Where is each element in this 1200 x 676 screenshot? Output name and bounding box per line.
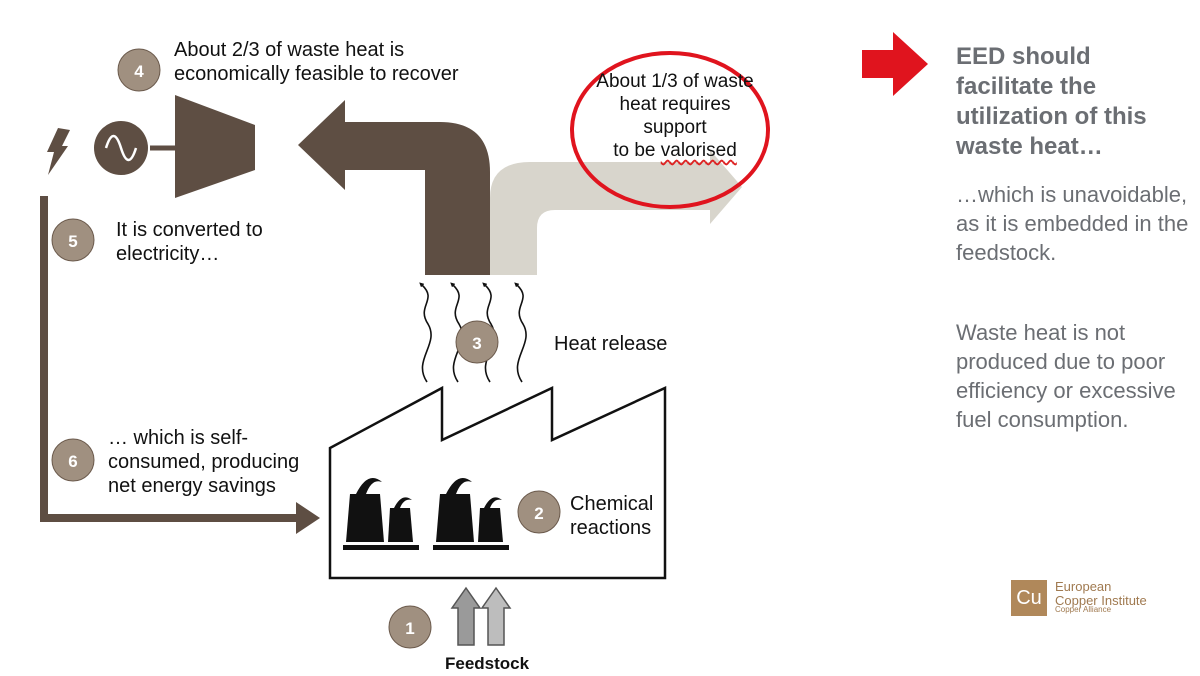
step-6-line-2: consumed, producing xyxy=(108,451,300,473)
step-badge-4: 4 xyxy=(117,48,161,92)
svg-text:2: 2 xyxy=(534,504,543,523)
step-6-line-3: net energy savings xyxy=(108,475,276,497)
copper-logo-icon: Cu xyxy=(1011,580,1047,616)
step-2-text: Chemical reactions xyxy=(570,492,653,540)
factory-outline xyxy=(328,385,667,580)
callout-line-3: to be valorised xyxy=(590,139,760,162)
waste-heat-third-arrow xyxy=(490,150,742,275)
logo-tagline: Copper Alliance xyxy=(1055,605,1112,614)
reactor-icons xyxy=(343,478,509,550)
step-2-line-1: Chemical xyxy=(570,493,654,515)
step-6-line-1: … which is self- xyxy=(108,427,249,449)
step-badge-3: 3 xyxy=(455,320,499,364)
side-paragraph-1: …which is unavoidable, as it is embedded… xyxy=(956,182,1189,265)
lightning-icon xyxy=(47,128,70,175)
svg-text:5: 5 xyxy=(68,232,77,251)
step-badge-6: 6 xyxy=(51,438,95,482)
heat-release-squiggles xyxy=(419,282,527,383)
step-3-text: Heat release xyxy=(554,333,668,355)
step-4-line-2: economically feasible to recover xyxy=(174,63,459,85)
callout-text: About 1/3 of waste heat requires support… xyxy=(590,70,760,162)
feedstock-arrows xyxy=(450,586,512,646)
logo-name-line-1: European xyxy=(1055,579,1112,594)
callout-line-1: About 1/3 of waste xyxy=(596,71,754,92)
step-badge-1: 1 xyxy=(388,605,432,649)
side-heading: EED should facilitate the utilization of… xyxy=(956,43,1147,160)
step-5-line-2: electricity… xyxy=(116,243,220,265)
step-4-line-1: About 2/3 of waste heat is xyxy=(174,39,405,61)
step-4-text: About 2/3 of waste heat is economically … xyxy=(174,38,459,86)
step-5-text: It is converted to electricity… xyxy=(116,218,263,266)
step-badge-5: 5 xyxy=(51,218,95,262)
step-badge-2: 2 xyxy=(517,490,561,534)
waste-heat-recoverable-arrow xyxy=(298,100,490,275)
feedstock-label: Feedstock xyxy=(445,654,530,673)
logo-name: European Copper Institute xyxy=(1055,580,1147,608)
side-paragraph-2: Waste heat is not produced due to poor e… xyxy=(956,320,1176,432)
svg-text:6: 6 xyxy=(68,452,77,471)
svg-text:4: 4 xyxy=(134,62,144,81)
svg-text:3: 3 xyxy=(472,334,481,353)
callout-line-3-prefix: to be xyxy=(613,140,661,161)
red-pointer-arrow xyxy=(862,32,928,96)
step-2-line-2: reactions xyxy=(570,517,652,539)
turbine-shape xyxy=(175,95,255,198)
sine-wave xyxy=(104,134,138,162)
svg-text:1: 1 xyxy=(405,619,414,638)
logo-name-line-2: Copper Institute xyxy=(1055,593,1147,608)
step-6-text: … which is self- consumed, producing net… xyxy=(108,426,299,498)
callout-line-2: heat requires support xyxy=(619,94,731,138)
callout-valorised-word: valorised xyxy=(660,140,737,161)
support-callout-ellipse xyxy=(570,51,770,209)
step-5-line-1: It is converted to xyxy=(116,219,263,241)
